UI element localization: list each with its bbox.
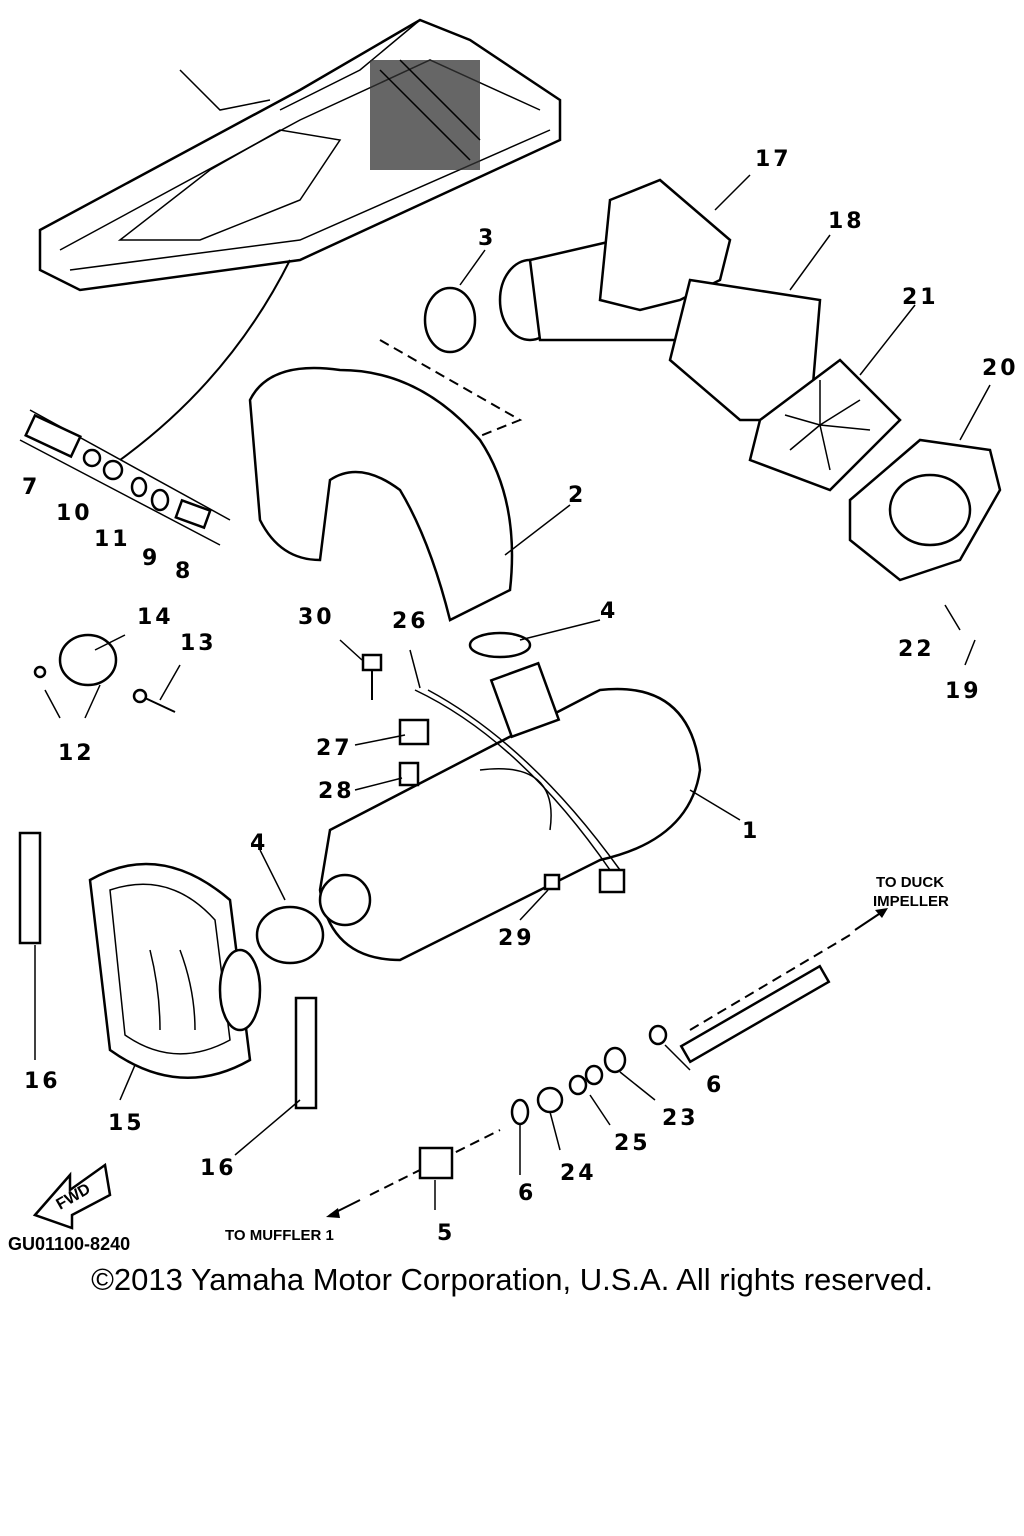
exhaust-elbow-assembly: [498, 178, 1002, 582]
clamp-group-12-13-14: [33, 633, 176, 713]
label-20: 20: [982, 356, 1019, 381]
label-24: 24: [560, 1161, 597, 1186]
label-8: 8: [175, 559, 193, 584]
bracket-27: [398, 718, 430, 746]
label-18: 18: [828, 209, 865, 234]
label-13: 13: [180, 631, 217, 656]
label-28: 28: [318, 779, 355, 804]
pad-16-left: [18, 831, 42, 945]
drawing-code: GU01100-8240: [8, 1234, 130, 1254]
label-22: 22: [898, 637, 935, 662]
bolt-30: [361, 653, 383, 672]
watercraft-illustration: [38, 18, 562, 292]
copyright-notice: ©2013 Yamaha Motor Corporation, U.S.A. A…: [91, 1262, 933, 1297]
label-4-lower: 4: [250, 831, 268, 856]
pad-16-right: [294, 996, 318, 1110]
hose-clamp-4-upper: [468, 631, 532, 659]
exhaust-pipe-2: [248, 366, 514, 622]
bolt-29: [543, 873, 561, 891]
muffler-1: [318, 661, 702, 962]
water-hose-assembly: [369, 934, 851, 1196]
label-11: 11: [94, 527, 131, 552]
label-17: 17: [755, 147, 792, 172]
strap-26: [414, 689, 611, 871]
note-to-duck-impeller-line1: TO DUCK: [876, 874, 944, 891]
label-3: 3: [478, 226, 496, 251]
label-30: 30: [298, 605, 335, 630]
label-29: 29: [498, 926, 535, 951]
label-27: 27: [316, 736, 353, 761]
label-6-upper: 6: [706, 1073, 724, 1098]
hose-clamp-3: [423, 286, 477, 354]
label-5: 5: [437, 1221, 455, 1246]
label-4-upper: 4: [600, 599, 618, 624]
label-19: 19: [945, 679, 982, 704]
label-10: 10: [56, 501, 93, 526]
leader-lines: [34, 174, 991, 1210]
damper-28: [398, 761, 420, 787]
fwd-arrow: FWD: [32, 1162, 112, 1230]
leader-hull-to-fittings: [119, 259, 291, 461]
label-12: 12: [58, 741, 95, 766]
part-labels: 1 2 3 4 4 5 6 6 7 8 9 10 11 12 13 14 15 …: [22, 147, 1019, 1246]
outlet-15: [88, 862, 262, 1080]
label-25: 25: [614, 1131, 651, 1156]
note-to-muffler: TO MUFFLER 1: [225, 1227, 334, 1244]
label-1: 1: [742, 819, 760, 844]
label-26: 26: [392, 609, 429, 634]
label-15: 15: [108, 1111, 145, 1136]
fitting-group-top-left: [19, 409, 231, 546]
label-9: 9: [142, 546, 160, 571]
label-16-right: 16: [200, 1156, 237, 1181]
exhaust-parts-diagram: FWD 1 2 3 4 4: [8, 18, 1019, 1254]
label-2: 2: [568, 483, 586, 508]
centerline-clamp-3: [379, 339, 523, 441]
label-21: 21: [902, 285, 939, 310]
label-6-lower: 6: [518, 1181, 536, 1206]
note-to-duck-impeller-line2: IMPELLER: [873, 893, 949, 910]
label-23: 23: [662, 1106, 699, 1131]
hose-clamp-4-lower: [255, 905, 325, 965]
label-14: 14: [137, 605, 174, 630]
label-7: 7: [22, 475, 40, 500]
label-16-left: 16: [24, 1069, 61, 1094]
